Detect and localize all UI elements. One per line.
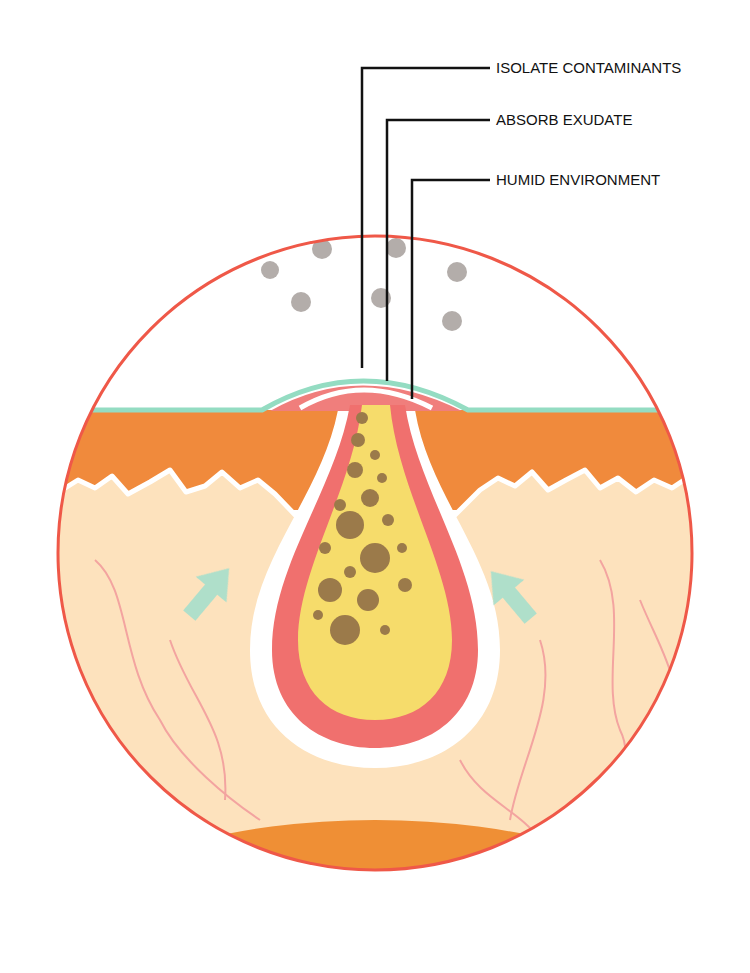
acne-patch xyxy=(40,381,720,410)
callout-label: HUMID ENVIRONMENT xyxy=(494,171,662,189)
frame-circle xyxy=(58,236,692,870)
callout-label: ABSORB EXUDATE xyxy=(494,111,634,129)
contaminant-dots xyxy=(261,238,467,331)
pimple-content xyxy=(298,405,452,720)
pimple-wall xyxy=(272,405,478,748)
exudate-dots xyxy=(313,412,412,645)
callout-label: ISOLATE CONTAMINANTS xyxy=(494,59,683,77)
leader-lines xyxy=(362,68,490,399)
healing-arrows xyxy=(174,555,546,631)
fat-layer xyxy=(105,820,645,973)
